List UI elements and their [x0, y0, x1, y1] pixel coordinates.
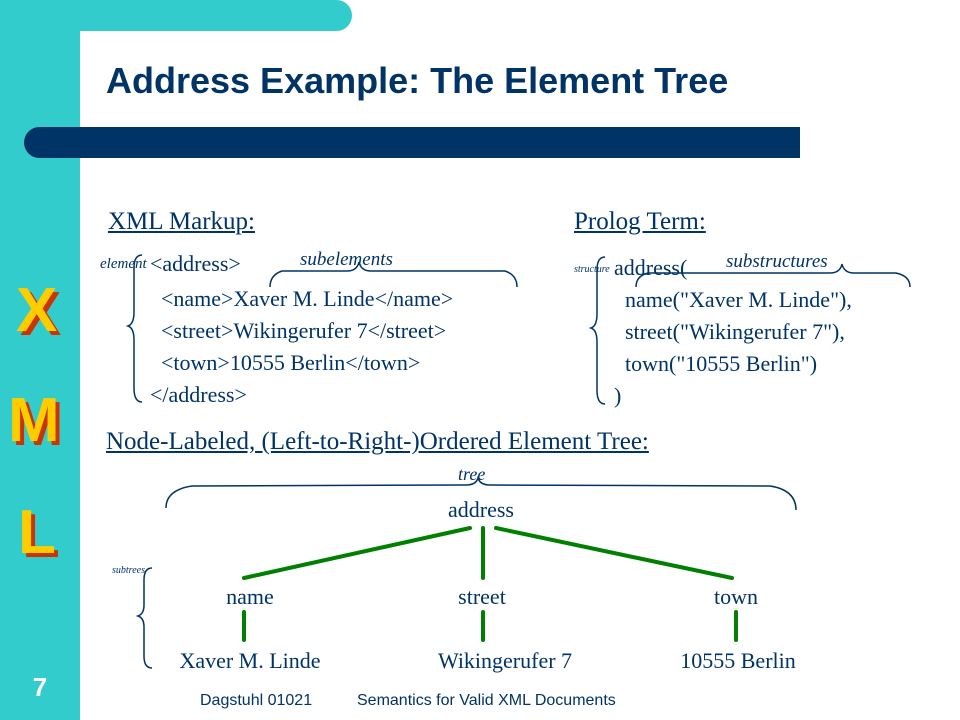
xml-subelements-label: subelements	[300, 249, 393, 270]
prolog-line-4: town("10555 Berlin")	[614, 351, 818, 376]
tree-leaf-street-value: Wikingerufer 7	[437, 648, 573, 673]
logo-letter-x: X	[16, 276, 58, 345]
subtrees-brace	[135, 567, 153, 669]
footer-event: Dagstuhl 01021	[200, 692, 313, 709]
prolog-substructures-brace	[635, 263, 911, 288]
tree-node-address: address	[448, 497, 514, 522]
edge-address-town	[494, 526, 734, 580]
prolog-substructures-label: substructures	[726, 251, 828, 272]
slide-title: Address Example: The Element Tree	[106, 60, 729, 101]
top-accent-bar	[0, 0, 352, 31]
element-tree-heading: Node-Labeled, (Left-to-Right-)Ordered El…	[106, 428, 649, 455]
logo-letter-l-shadow: L	[22, 502, 60, 571]
xml-line-3: <street>Wikingerufer 7</street>	[150, 318, 447, 343]
page-number: 7	[32, 672, 48, 702]
prolog-line-3: street("Wikingerufer 7"),	[614, 319, 845, 344]
prolog-left-brace	[588, 256, 606, 405]
xml-line-2: <name>Xaver M. Linde</name>	[150, 286, 454, 311]
prolog-line-5: )	[614, 383, 622, 408]
tree-node-street: street	[458, 584, 506, 609]
xml-line-4: <town>10555 Berlin</town>	[150, 350, 421, 375]
left-sidebar	[0, 0, 80, 720]
prolog-line-2: name("Xaver M. Linde"),	[614, 287, 852, 312]
tree-node-name: name	[226, 584, 274, 609]
tree-leaf-name-value: Xaver M. Linde	[179, 648, 321, 673]
xml-markup-heading: XML Markup:	[108, 208, 255, 235]
xml-line-5: </address>	[150, 382, 247, 407]
tree-brace	[165, 475, 797, 511]
prolog-term-heading: Prolog Term:	[574, 208, 706, 235]
title-underline-bar	[24, 127, 800, 158]
edge-address-name	[242, 526, 472, 580]
logo-letter-x-shadow: X	[20, 280, 62, 349]
tree-node-town: town	[714, 584, 758, 609]
logo-letter-l: L	[18, 498, 56, 567]
xml-subelements-brace	[269, 261, 518, 288]
footer-talk-title: Semantics for Valid XML Documents	[357, 692, 616, 709]
xml-left-brace	[125, 254, 143, 403]
logo-letter-m-shadow: M	[12, 390, 64, 459]
logo-letter-m: M	[8, 386, 60, 455]
tree-leaf-town-value: 10555 Berlin	[680, 648, 796, 673]
xml-line-1: <address>	[150, 251, 241, 276]
